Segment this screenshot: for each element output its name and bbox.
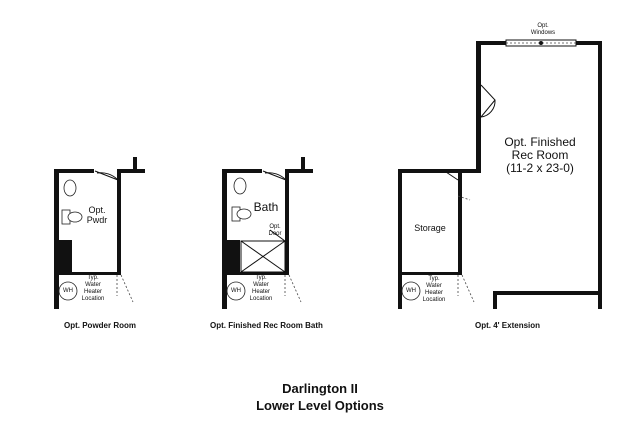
room-label-line1: Opt. [88, 205, 106, 215]
note-line: Water [426, 283, 442, 289]
door-label-line2: Door [268, 231, 282, 237]
note-line: Heater [424, 290, 443, 296]
note-line: Typ. [87, 275, 99, 281]
optional-door-label: Opt. Door [262, 224, 288, 238]
powder-room-label: Opt. Pwdr [82, 205, 112, 225]
note-line: Location [81, 296, 105, 302]
rec-room-line2: Rec Room [511, 148, 569, 162]
rec-room-bath-plan [222, 157, 313, 309]
door-label-line1: Opt. [269, 224, 281, 230]
bath-label: Bath [253, 200, 279, 214]
plan-subtitle: Lower Level Options [256, 398, 384, 413]
plan-title: Darlington II [282, 381, 358, 396]
water-heater-label: WH [231, 288, 241, 294]
rec-room-line1: Opt. Finished [504, 135, 576, 149]
water-heater-label: WH [406, 288, 416, 294]
powder-room-caption: Opt. Powder Room [64, 321, 136, 330]
water-heater-label: WH [63, 288, 73, 294]
windows-label-line2: Windows [530, 30, 556, 36]
note-line: Water [85, 282, 101, 288]
rec-room-bath-caption: Opt. Finished Rec Room Bath [210, 321, 323, 330]
optional-windows-label: Opt. Windows [526, 23, 560, 37]
rec-room-dimensions: (11-2 x 23-0) [506, 161, 574, 175]
powder-room-plan [54, 157, 145, 309]
room-label-line2: Pwdr [86, 215, 108, 225]
note-line: Heater [251, 289, 270, 295]
note-line: Location [422, 297, 446, 303]
storage-label: Storage [414, 223, 446, 233]
water-heater-note: Typ. Water Heater Location [419, 276, 449, 304]
extension-caption: Opt. 4' Extension [475, 321, 541, 330]
note-line: Location [249, 296, 273, 302]
note-line: Heater [83, 289, 102, 295]
note-line: Typ. [255, 275, 267, 281]
windows-label-line1: Opt. [537, 23, 549, 29]
water-heater-note: Typ. Water Heater Location [78, 275, 108, 303]
water-heater-note: Typ. Water Heater Location [246, 275, 276, 303]
note-line: Typ. [428, 276, 440, 282]
rec-room-label: Opt. Finished Rec Room (11-2 x 23-0) [488, 136, 592, 175]
extension-plan [398, 39, 602, 309]
note-line: Water [253, 282, 269, 288]
